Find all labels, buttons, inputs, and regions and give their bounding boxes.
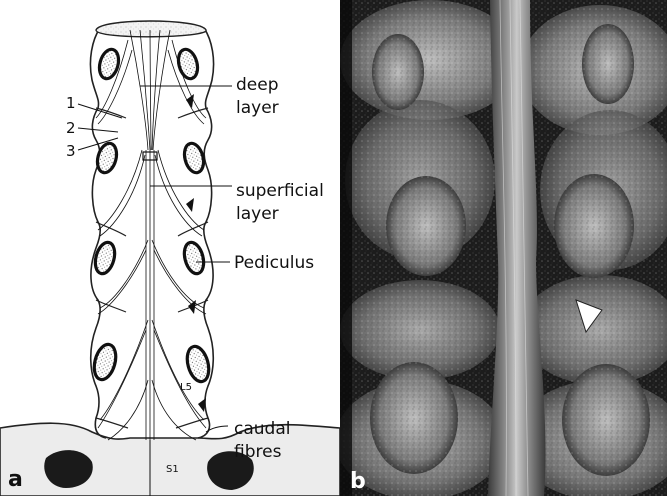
top-cap bbox=[96, 21, 206, 37]
label-num-3: 3 bbox=[66, 142, 76, 160]
label-s1: S1 bbox=[166, 464, 179, 475]
pedicle bbox=[181, 141, 206, 175]
ligament-fibres bbox=[96, 30, 206, 440]
panel-b-photo: b bbox=[340, 0, 667, 496]
label-num-1: 1 bbox=[66, 94, 76, 112]
label-pediculus: Pediculus bbox=[234, 253, 314, 273]
pedicle bbox=[184, 344, 213, 384]
specimen-photo: b bbox=[340, 0, 667, 496]
label-fibres: fibres bbox=[234, 442, 282, 462]
label-caudal: caudal bbox=[234, 419, 290, 439]
label-num-2: 2 bbox=[66, 119, 76, 137]
pedicle bbox=[91, 342, 120, 382]
panel-letter-a: a bbox=[8, 467, 23, 492]
label-superficial-layer: layer bbox=[236, 204, 279, 224]
label-deep: deep bbox=[236, 75, 279, 95]
panel-letter-b: b bbox=[350, 469, 366, 494]
panel-a-diagram: deep layer superficial layer Pediculus c… bbox=[0, 0, 340, 496]
pedicle bbox=[96, 47, 121, 81]
label-superficial: superficial bbox=[236, 181, 324, 201]
label-l5: L5 bbox=[180, 382, 192, 393]
pedicles bbox=[91, 47, 213, 384]
arrowhead bbox=[186, 198, 194, 212]
label-deep-layer: layer bbox=[236, 98, 279, 118]
pedicle bbox=[92, 240, 118, 276]
pedicle bbox=[181, 240, 207, 276]
spine-diagram: deep layer superficial layer Pediculus c… bbox=[0, 0, 340, 496]
